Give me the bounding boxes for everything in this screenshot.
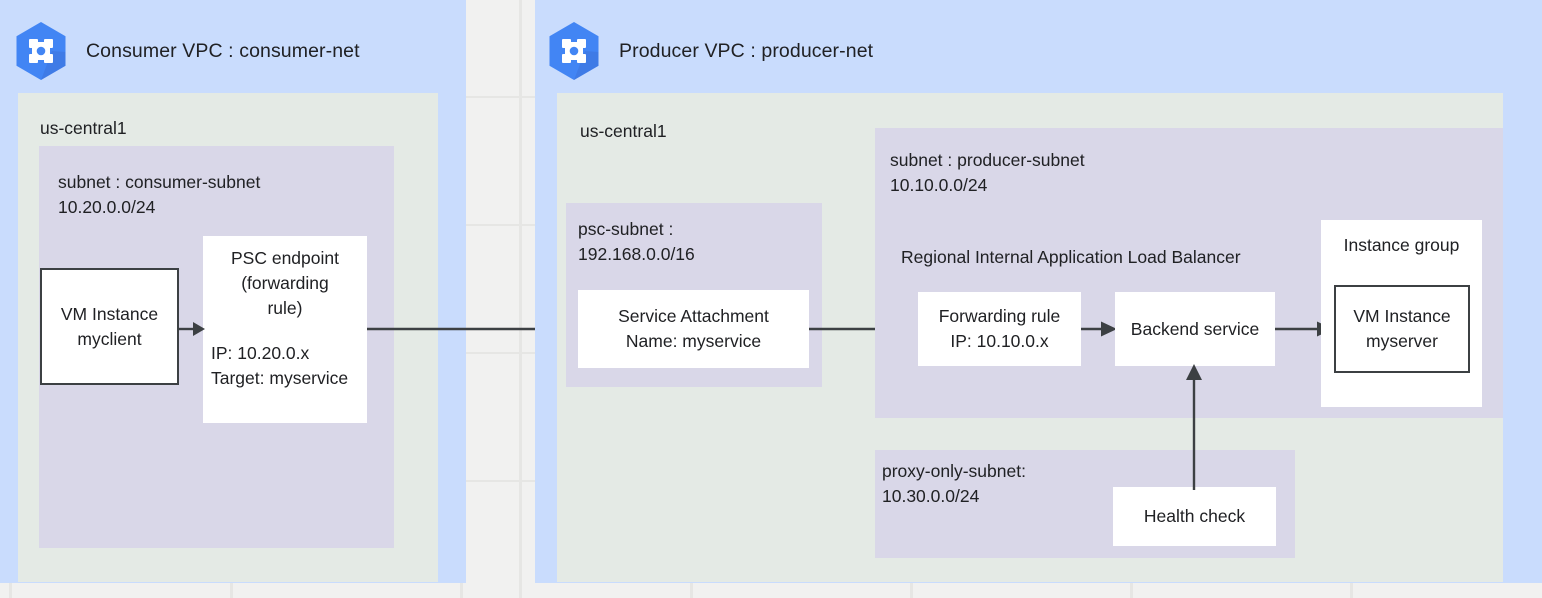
vpc-network-icon: [10, 20, 72, 82]
connector-forwarding-rule-to-backend-service: [1081, 321, 1117, 337]
producer-region-label: us-central1: [580, 121, 667, 141]
consumer-vpc-header: Consumer VPC : consumer-net: [10, 20, 360, 82]
psc-subnet-label: psc-subnet : 192.168.0.0/16: [578, 219, 695, 264]
producer-vpc-title: Producer VPC : producer-net: [619, 39, 874, 62]
node-forwarding-rule[interactable]: Forwarding rule IP: 10.10.0.x: [918, 292, 1081, 366]
node-backend-service[interactable]: Backend service: [1115, 292, 1275, 366]
connector-health-check-to-backend-service: [1186, 364, 1202, 490]
consumer-vpc-title: Consumer VPC : consumer-net: [86, 39, 360, 62]
node-vm-instance-myclient[interactable]: VM Instance myclient: [40, 268, 179, 385]
node-vm-instance-myserver-label: VM Instance myserver: [1353, 306, 1451, 351]
group-instance-group-title: Instance group: [1343, 235, 1460, 255]
grid-line-vertical: [519, 0, 522, 598]
load-balancer-label: Regional Internal Application Load Balan…: [901, 247, 1241, 267]
node-backend-service-label: Backend service: [1130, 318, 1260, 339]
node-psc-endpoint[interactable]: PSC endpoint (forwarding rule) IP: 10.20…: [203, 236, 367, 423]
node-psc-endpoint-details: IP: 10.20.0.x Target: myservice: [211, 343, 349, 388]
node-vm-instance-myserver[interactable]: VM Instance myserver: [1334, 285, 1470, 373]
producer-vpc-header: Producer VPC : producer-net: [543, 20, 873, 82]
consumer-subnet-label: subnet : consumer-subnet 10.20.0.0/24: [58, 172, 261, 217]
node-health-check-label: Health check: [1143, 506, 1246, 526]
node-health-check[interactable]: Health check: [1113, 487, 1276, 546]
node-service-attachment-label: Service Attachment Name: myservice: [618, 306, 769, 351]
node-forwarding-rule-label: Forwarding rule IP: 10.10.0.x: [938, 306, 1061, 351]
proxy-only-subnet-label: proxy-only-subnet: 10.30.0.0/24: [882, 461, 1026, 506]
vpc-network-icon: [543, 20, 605, 82]
consumer-region-label: us-central1: [40, 118, 127, 138]
connector-vm-client-to-psc-endpoint: [179, 322, 205, 336]
producer-subnet-label: subnet : producer-subnet 10.10.0.0/24: [890, 150, 1085, 195]
node-psc-endpoint-title: PSC endpoint (forwarding rule): [231, 248, 339, 318]
node-vm-instance-myclient-label: VM Instance myclient: [60, 303, 159, 349]
node-service-attachment[interactable]: Service Attachment Name: myservice: [578, 290, 809, 368]
